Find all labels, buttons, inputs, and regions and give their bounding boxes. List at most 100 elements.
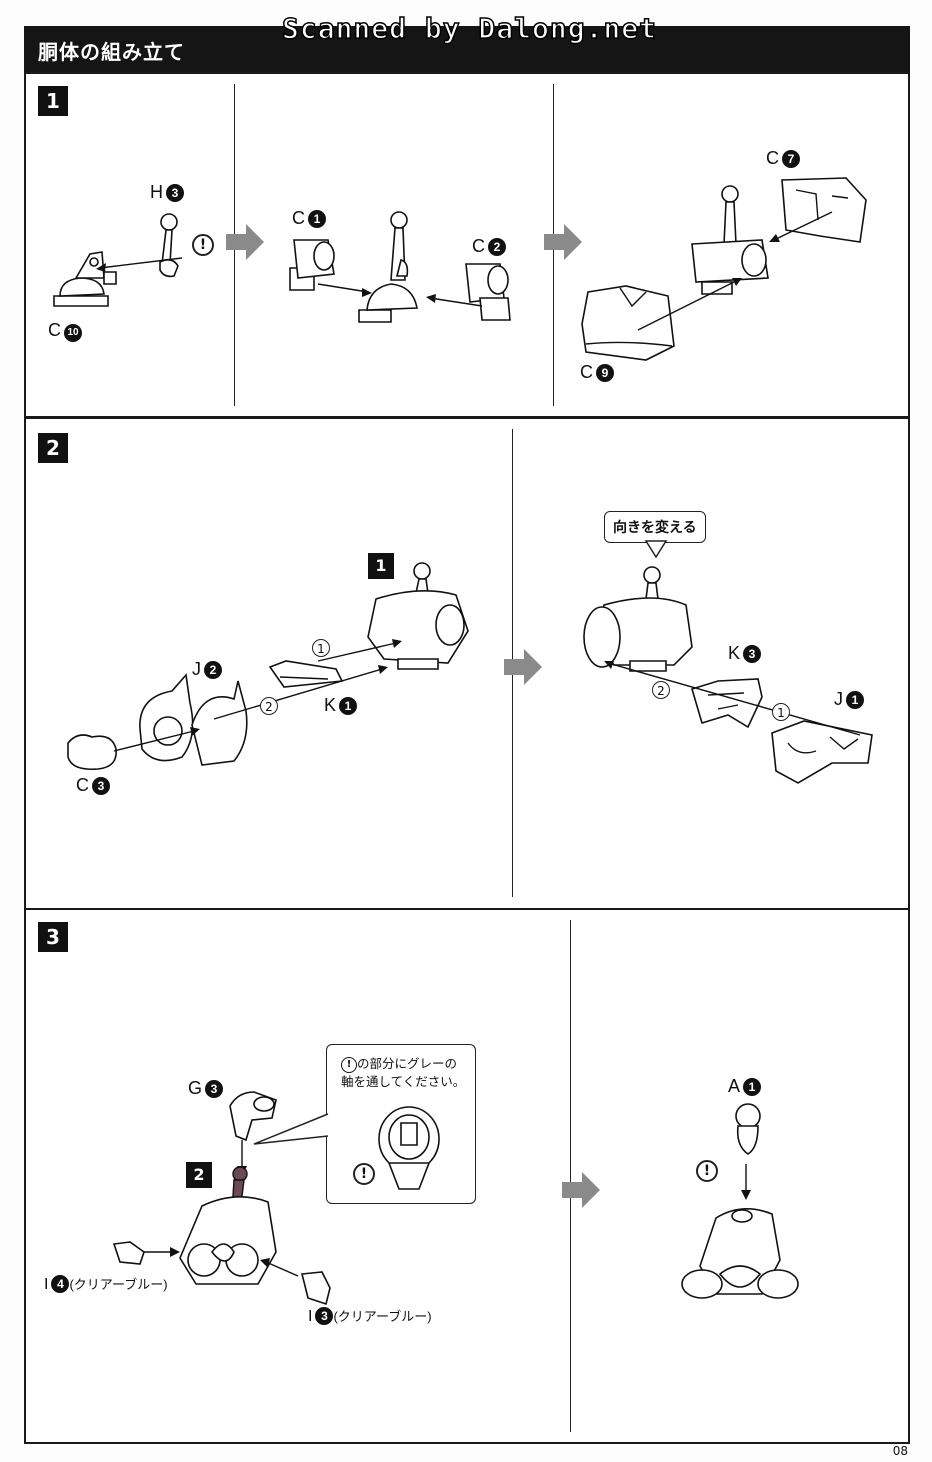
- section-title: 胴体の組み立て: [38, 40, 185, 64]
- part-j1: [771, 720, 873, 784]
- label-c10-number: 10: [64, 324, 82, 342]
- part-k3: [691, 678, 763, 729]
- sequence-1-marker: 1: [312, 639, 330, 657]
- flow-arrow-icon: [544, 224, 582, 260]
- part-c2: [465, 263, 511, 321]
- arrow-a1-down: [741, 1164, 751, 1200]
- callout-detail-drawing: [378, 1106, 440, 1190]
- part-g3: [229, 1091, 277, 1142]
- label-k1-letter: K: [324, 695, 337, 715]
- step-3-divider: [570, 920, 571, 1432]
- body-from-step1-part: [367, 562, 469, 670]
- label-c2-number: 2: [488, 238, 506, 256]
- caution-icon: !: [192, 234, 214, 256]
- sequence-1-marker-right: 1: [772, 703, 790, 721]
- arrow-k1-to-body: [317, 639, 402, 662]
- label-h3-number: 3: [166, 184, 184, 202]
- label-i4-number: 4: [51, 1275, 70, 1293]
- label-c10-letter: C: [48, 320, 61, 340]
- arm-h3-part: [159, 213, 179, 278]
- flow-arrow-icon: [226, 224, 264, 260]
- callout-caution-icon: !: [353, 1163, 375, 1185]
- part-c3: [67, 734, 117, 771]
- section-header: 胴体の組み立て: [24, 26, 910, 72]
- part-a1: [735, 1103, 761, 1155]
- part-i4: [112, 1241, 145, 1265]
- arrow-i4-to-torso: [144, 1247, 180, 1257]
- part-k1: [268, 660, 344, 688]
- arrow-c7-to-core: [769, 211, 833, 242]
- label-c1-letter: C: [292, 208, 305, 228]
- note-pointer: [644, 540, 668, 559]
- callout-line-1: の部分にグレーの: [357, 1056, 458, 1071]
- label-a1-number: 1: [743, 1078, 762, 1096]
- label-c1-number: 1: [308, 210, 326, 228]
- arrow-i3-to-torso: [260, 1258, 299, 1277]
- base-with-arm-part: [358, 211, 418, 323]
- step-2-number: 2: [38, 433, 68, 463]
- callout-pointer: [253, 1113, 329, 1145]
- label-c7-letter: C: [766, 148, 779, 168]
- label-i3-letter: I: [308, 1308, 313, 1325]
- page-number: 08: [892, 1444, 908, 1458]
- label-c3-letter: C: [76, 775, 89, 795]
- flow-arrow-icon: [562, 1172, 600, 1208]
- sequence-2-marker: 2: [260, 697, 278, 715]
- label-j2-number: 2: [204, 661, 222, 679]
- label-i3-color: (クリアーブルー): [333, 1309, 432, 1324]
- label-j1-letter: J: [834, 689, 843, 709]
- instruction-callout: !の部分にグレーの 軸を通してください。 !: [326, 1044, 476, 1204]
- arrow-c9-to-core: [637, 278, 742, 331]
- ref-step-1-badge: 1: [368, 553, 394, 579]
- label-c7-number: 7: [782, 150, 800, 168]
- flow-arrow-icon: [504, 649, 542, 685]
- label-c9-letter: C: [580, 362, 593, 382]
- label-j2-letter: J: [192, 659, 201, 679]
- callout-ref-mark: !: [341, 1057, 357, 1073]
- label-k1-number: 1: [339, 697, 358, 715]
- turned-body-part: [583, 566, 693, 672]
- arrow-h3-to-c10: [96, 257, 183, 272]
- step-2-panel: 2 1: [24, 417, 910, 910]
- label-c9-number: 9: [596, 364, 614, 382]
- part-j2: [139, 673, 248, 766]
- label-c2-letter: C: [472, 236, 485, 256]
- sequence-2-marker-right: 2: [652, 681, 670, 699]
- label-k3-letter: K: [728, 643, 741, 663]
- arrow-parts-to-turned-body: [604, 661, 861, 736]
- part-c9: [581, 285, 675, 361]
- label-h3-letter: H: [150, 182, 163, 202]
- part-c1: [289, 239, 335, 291]
- label-i4-letter: I: [44, 1276, 49, 1293]
- label-i4-color: (クリアーブルー): [69, 1277, 168, 1292]
- arrow-j2-to-body: [213, 665, 388, 720]
- label-j1-number: 1: [846, 691, 864, 709]
- scanner-watermark: Scanned by Dalong.net: [281, 11, 658, 46]
- turn-around-note: 向きを変える: [604, 511, 706, 543]
- label-c3-number: 3: [92, 777, 110, 795]
- callout-text: !の部分にグレーの 軸を通してください。: [341, 1055, 469, 1090]
- ref-step-2-badge: 2: [186, 1162, 212, 1188]
- core-assembly-part: [691, 185, 769, 295]
- part-i3: [300, 1271, 331, 1306]
- step-3-panel: 3 !の部分にグレーの 軸を通してください。 !: [24, 908, 910, 1444]
- arrow-c2-to-base: [426, 294, 483, 307]
- label-i3-number: 3: [315, 1307, 334, 1325]
- callout-line-2: 軸を通してください。: [341, 1074, 466, 1089]
- base-c10-part: [53, 251, 117, 307]
- label-a1-letter: A: [728, 1076, 741, 1096]
